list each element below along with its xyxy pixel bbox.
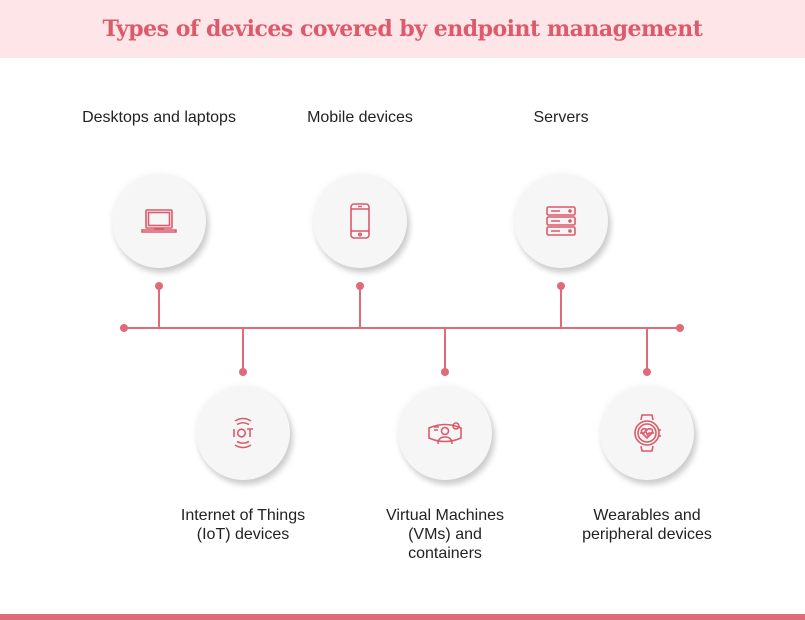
smartphone-icon xyxy=(350,203,370,239)
device-label-iot: Internet of Things (IoT) devices xyxy=(180,507,306,543)
timeline-axis xyxy=(124,327,680,329)
device-node-iot xyxy=(196,386,290,480)
footer-accent-bar xyxy=(0,614,805,620)
device-label-wearables: Wearables and peripheral devices xyxy=(582,507,712,543)
device-node-vms xyxy=(398,386,492,480)
device-node-wearables xyxy=(600,386,694,480)
connector xyxy=(359,286,361,328)
timeline-start-dot xyxy=(120,324,128,332)
device-node-servers xyxy=(514,174,608,268)
device-label-mobile: Mobile devices xyxy=(307,109,413,126)
device-node-mobile xyxy=(313,174,407,268)
connector-dot xyxy=(441,368,449,376)
connector-dot xyxy=(356,282,364,290)
connector-dot xyxy=(557,282,565,290)
smartwatch-icon xyxy=(634,414,661,452)
connector xyxy=(646,328,648,372)
connector xyxy=(560,286,562,328)
device-label-servers: Servers xyxy=(533,109,589,126)
virtual-machine-icon xyxy=(428,422,462,445)
header-band: Types of devices covered by endpoint man… xyxy=(0,0,805,58)
device-label-desktops: Desktops and laptops xyxy=(82,109,236,126)
connector xyxy=(444,328,446,372)
connector xyxy=(242,328,244,372)
connector-dot xyxy=(643,368,651,376)
connector-dot xyxy=(155,282,163,290)
page-title: Types of devices covered by endpoint man… xyxy=(102,16,703,42)
timeline-end-dot xyxy=(676,324,684,332)
laptop-icon xyxy=(141,209,177,233)
iot-icon xyxy=(233,417,253,449)
device-label-vms: Virtual Machines (VMs) and containers xyxy=(386,507,504,562)
server-icon xyxy=(546,206,576,236)
connector xyxy=(158,286,160,328)
connector-dot xyxy=(239,368,247,376)
device-node-desktops xyxy=(112,174,206,268)
